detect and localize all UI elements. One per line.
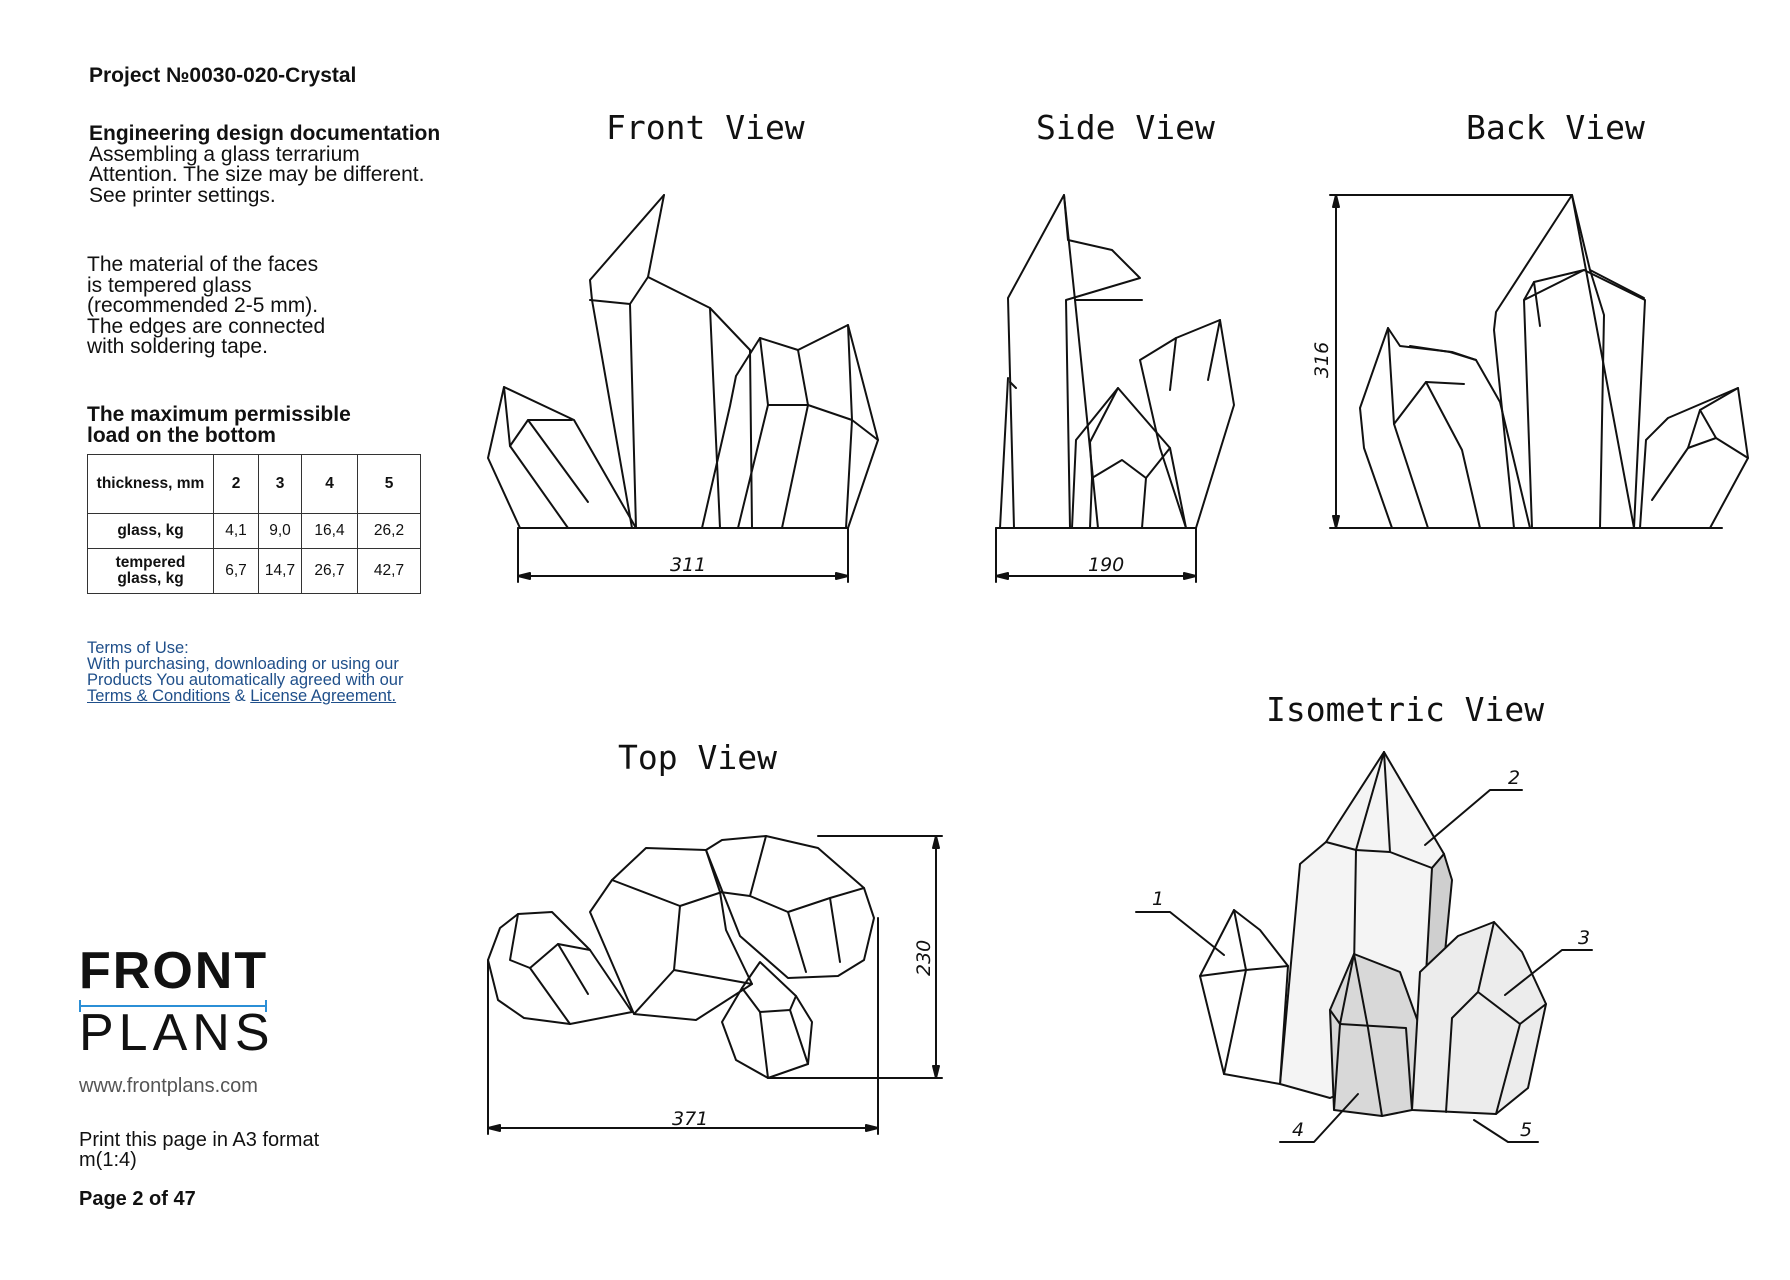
front-width-dimension: 311 [670, 554, 706, 576]
back-height-dimension: 316 [1311, 342, 1333, 378]
side-view-title: Side View [1036, 108, 1215, 147]
table-header-cell: thickness, mm [87, 454, 214, 514]
terms-links: Terms & Conditions & License Agreement. [87, 687, 403, 705]
callout-5: 5 [1520, 1119, 1532, 1141]
logo-front-text: FRONT [79, 942, 269, 1000]
print-note: Print this page in A3 format m(1:4) [79, 1130, 319, 1170]
row-label-line: glass, kg [117, 570, 184, 587]
terms-line: Products You automatically agreed with o… [87, 671, 404, 689]
top-width-dimension: 371 [672, 1108, 708, 1130]
doc-line: Attention. The size may be different. [89, 163, 425, 186]
table-cell: 26,2 [357, 513, 421, 549]
terms-conditions-link[interactable]: Terms & Conditions [87, 687, 231, 705]
row-label-line: tempered [115, 554, 186, 571]
table-row: glass, kg 4,1 9,0 16,4 26,2 [87, 513, 421, 549]
doc-line: Assembling a glass terrarium [89, 142, 360, 166]
logo-plans-text: PLANS [79, 1004, 275, 1062]
side-width-dimension: 190 [1088, 554, 1124, 576]
material-line: is tempered glass [87, 273, 252, 297]
frontplans-logo: FRONT PLANS [79, 945, 275, 1059]
callout-1: 1 [1152, 888, 1164, 910]
terms-title: Terms of Use: [87, 639, 189, 657]
terms-of-use: Terms of Use: With purchasing, downloadi… [87, 639, 404, 705]
back-view-drawing [1329, 194, 1749, 529]
max-load-line: The maximum permissible [87, 403, 351, 426]
material-line: The edges are connected [87, 314, 326, 338]
material-line: The material of the faces [87, 253, 319, 276]
isometric-view-drawing [1135, 751, 1593, 1143]
terms-amp: & [230, 687, 251, 705]
print-line: Print this page in A3 format [79, 1129, 320, 1151]
table-row-label: tempered glass, kg [87, 548, 214, 594]
website-link[interactable]: www.frontplans.com [79, 1075, 258, 1097]
logo-rule [79, 1000, 267, 1012]
callout-2: 2 [1508, 767, 1520, 789]
table-cell: 6,7 [213, 548, 259, 594]
top-view-title: Top View [618, 738, 777, 777]
back-view-title: Back View [1466, 108, 1645, 147]
table-cell: 4,1 [213, 513, 259, 549]
side-view-drawing [995, 194, 1235, 583]
max-load-heading: The maximum permissible load on the bott… [87, 403, 351, 447]
license-agreement-link[interactable]: License Agreement. [250, 687, 397, 705]
max-load-line: load on the bottom [87, 423, 276, 447]
page-number: Page 2 of 47 [79, 1188, 196, 1210]
table-cell: 16,4 [301, 513, 358, 549]
table-header-cell: 4 [301, 454, 358, 514]
table-row-label: glass, kg [87, 513, 214, 549]
table-row: tempered glass, kg 6,7 14,7 26,7 42,7 [87, 548, 421, 594]
material-line: with soldering tape. [87, 335, 268, 358]
load-table: thickness, mm 2 3 4 5 glass, kg 4,1 9,0 … [87, 454, 421, 594]
callout-3: 3 [1578, 927, 1590, 949]
table-header-cell: 2 [213, 454, 259, 514]
doc-description: Engineering design documentation Assembl… [89, 122, 441, 207]
table-cell: 9,0 [258, 513, 302, 549]
project-number: Project №0030-020-Crystal [89, 64, 357, 87]
print-scale: m(1:4) [79, 1149, 137, 1171]
isometric-view-title: Isometric View [1266, 690, 1545, 729]
doc-title: Engineering design documentation [89, 122, 441, 145]
callout-4: 4 [1292, 1119, 1304, 1141]
terms-line: With purchasing, downloading or using ou… [87, 655, 399, 673]
front-view-drawing [487, 194, 879, 583]
table-cell: 42,7 [357, 548, 421, 594]
material-line: (recommended 2-5 mm). [87, 294, 319, 317]
top-view-drawing [487, 835, 943, 1135]
material-note: The material of the faces is tempered gl… [87, 253, 326, 358]
doc-line: See printer settings. [89, 183, 276, 207]
top-height-dimension: 230 [913, 940, 935, 976]
front-view-title: Front View [606, 108, 805, 147]
